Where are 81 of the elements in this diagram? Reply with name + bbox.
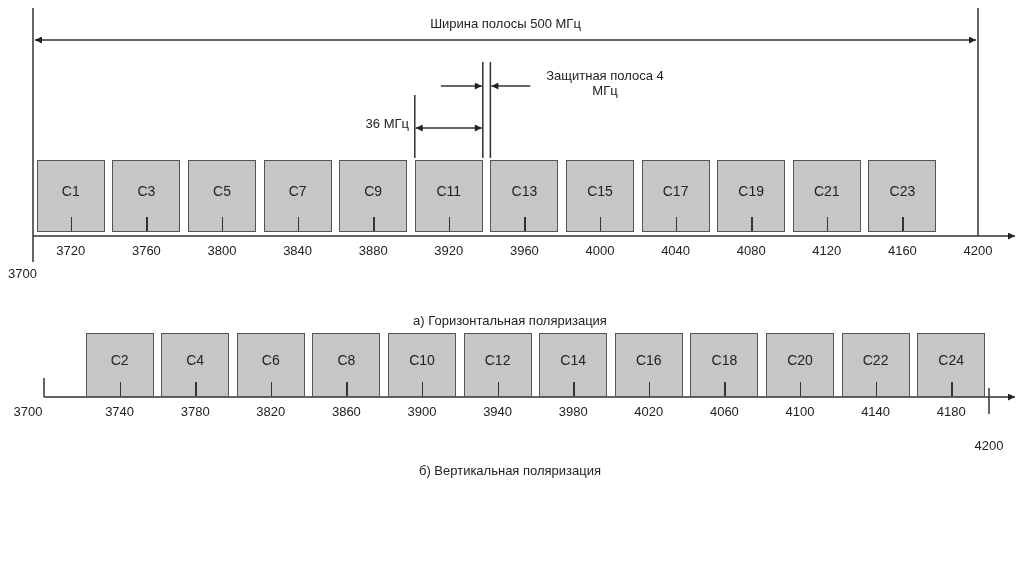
tick-label: 3840 <box>283 243 313 258</box>
channel-label: C16 <box>635 352 662 370</box>
tick-label: 4180 <box>936 404 966 419</box>
tick-label: 3700 <box>13 404 43 419</box>
channel-label: C13 <box>511 183 538 201</box>
channel-box <box>36 160 105 232</box>
tick-label: 3700 <box>8 266 37 281</box>
tick-label: 3780 <box>180 404 210 419</box>
tick-label: 3960 <box>509 243 539 258</box>
channel-label: C15 <box>587 183 613 201</box>
tick-label: 3720 <box>56 243 86 258</box>
channel-label: C18 <box>711 352 738 370</box>
channel-box <box>112 160 181 232</box>
channel-box <box>792 160 861 232</box>
tick-label: 4000 <box>585 243 615 258</box>
channel-label: C22 <box>862 352 889 370</box>
channel-box <box>917 333 986 397</box>
channel-box <box>312 333 381 397</box>
channel-box <box>490 160 559 232</box>
channel-label: C12 <box>484 352 511 370</box>
channel-box <box>539 333 608 397</box>
tick-label: 4100 <box>785 404 815 419</box>
channel-label: C20 <box>787 352 813 370</box>
tick-label: 3940 <box>483 404 513 419</box>
channel-label: C14 <box>560 352 587 370</box>
dimension-label: 36 МГц <box>365 116 409 131</box>
channel-label: C1 <box>61 183 80 201</box>
tick-label: 3740 <box>105 404 135 419</box>
channel-label: C7 <box>288 183 307 201</box>
tick-label: 4140 <box>861 404 891 419</box>
tick-label: 4200 <box>974 438 1004 453</box>
channel-box <box>565 160 634 232</box>
channel-box <box>463 333 532 397</box>
channel-label: C5 <box>213 183 231 201</box>
tick-label: 3860 <box>331 404 361 419</box>
tick-label: 3880 <box>358 243 388 258</box>
channel-label: C9 <box>364 183 383 201</box>
channel-box <box>868 160 937 232</box>
channel-label: C24 <box>938 352 965 370</box>
channel-box <box>841 333 910 397</box>
tick-label: 4200 <box>963 243 993 258</box>
channel-box <box>387 333 456 397</box>
tick-label: 4040 <box>661 243 691 258</box>
figure-caption: б) Вертикальная поляризация <box>418 463 602 478</box>
channel-label: C8 <box>337 352 356 370</box>
channel-box <box>614 333 683 397</box>
channel-box <box>339 160 408 232</box>
tick-label: 4080 <box>736 243 766 258</box>
tick-label: 3760 <box>131 243 161 258</box>
channel-box <box>161 333 230 397</box>
channel-box <box>717 160 786 232</box>
tick-label: 4160 <box>887 243 917 258</box>
channel-box <box>690 333 759 397</box>
figure-caption: а) Горизонтальная поляризация <box>413 313 607 328</box>
tick-label: 4060 <box>709 404 739 419</box>
channel-box <box>236 333 305 397</box>
tick-label: 4020 <box>634 404 664 419</box>
channel-label: C4 <box>186 352 205 370</box>
tick-label: 3800 <box>207 243 237 258</box>
channel-label: C10 <box>409 352 435 370</box>
channel-box <box>187 160 256 232</box>
dimension-label: Ширина полосы 500 МГц <box>430 16 581 31</box>
tick-label: 3900 <box>407 404 437 419</box>
channel-box <box>765 333 834 397</box>
channel-box <box>414 160 483 232</box>
channel-label: C6 <box>261 352 280 370</box>
channel-label: C19 <box>738 183 765 201</box>
tick-label: 3920 <box>434 243 464 258</box>
channel-label: C17 <box>662 183 689 201</box>
channel-box <box>85 333 154 397</box>
dimension-label: Защитная полоса 4 МГц <box>545 68 665 98</box>
channel-label: C21 <box>813 183 840 201</box>
channel-label: C3 <box>137 183 156 201</box>
channel-label: C2 <box>110 352 129 370</box>
tick-label: 4120 <box>812 243 842 258</box>
channel-label: C23 <box>889 183 916 201</box>
channel-box <box>641 160 710 232</box>
tick-label: 3980 <box>558 404 588 419</box>
channel-label: C11 <box>436 183 462 201</box>
tick-label: 3820 <box>256 404 286 419</box>
channel-box <box>263 160 332 232</box>
